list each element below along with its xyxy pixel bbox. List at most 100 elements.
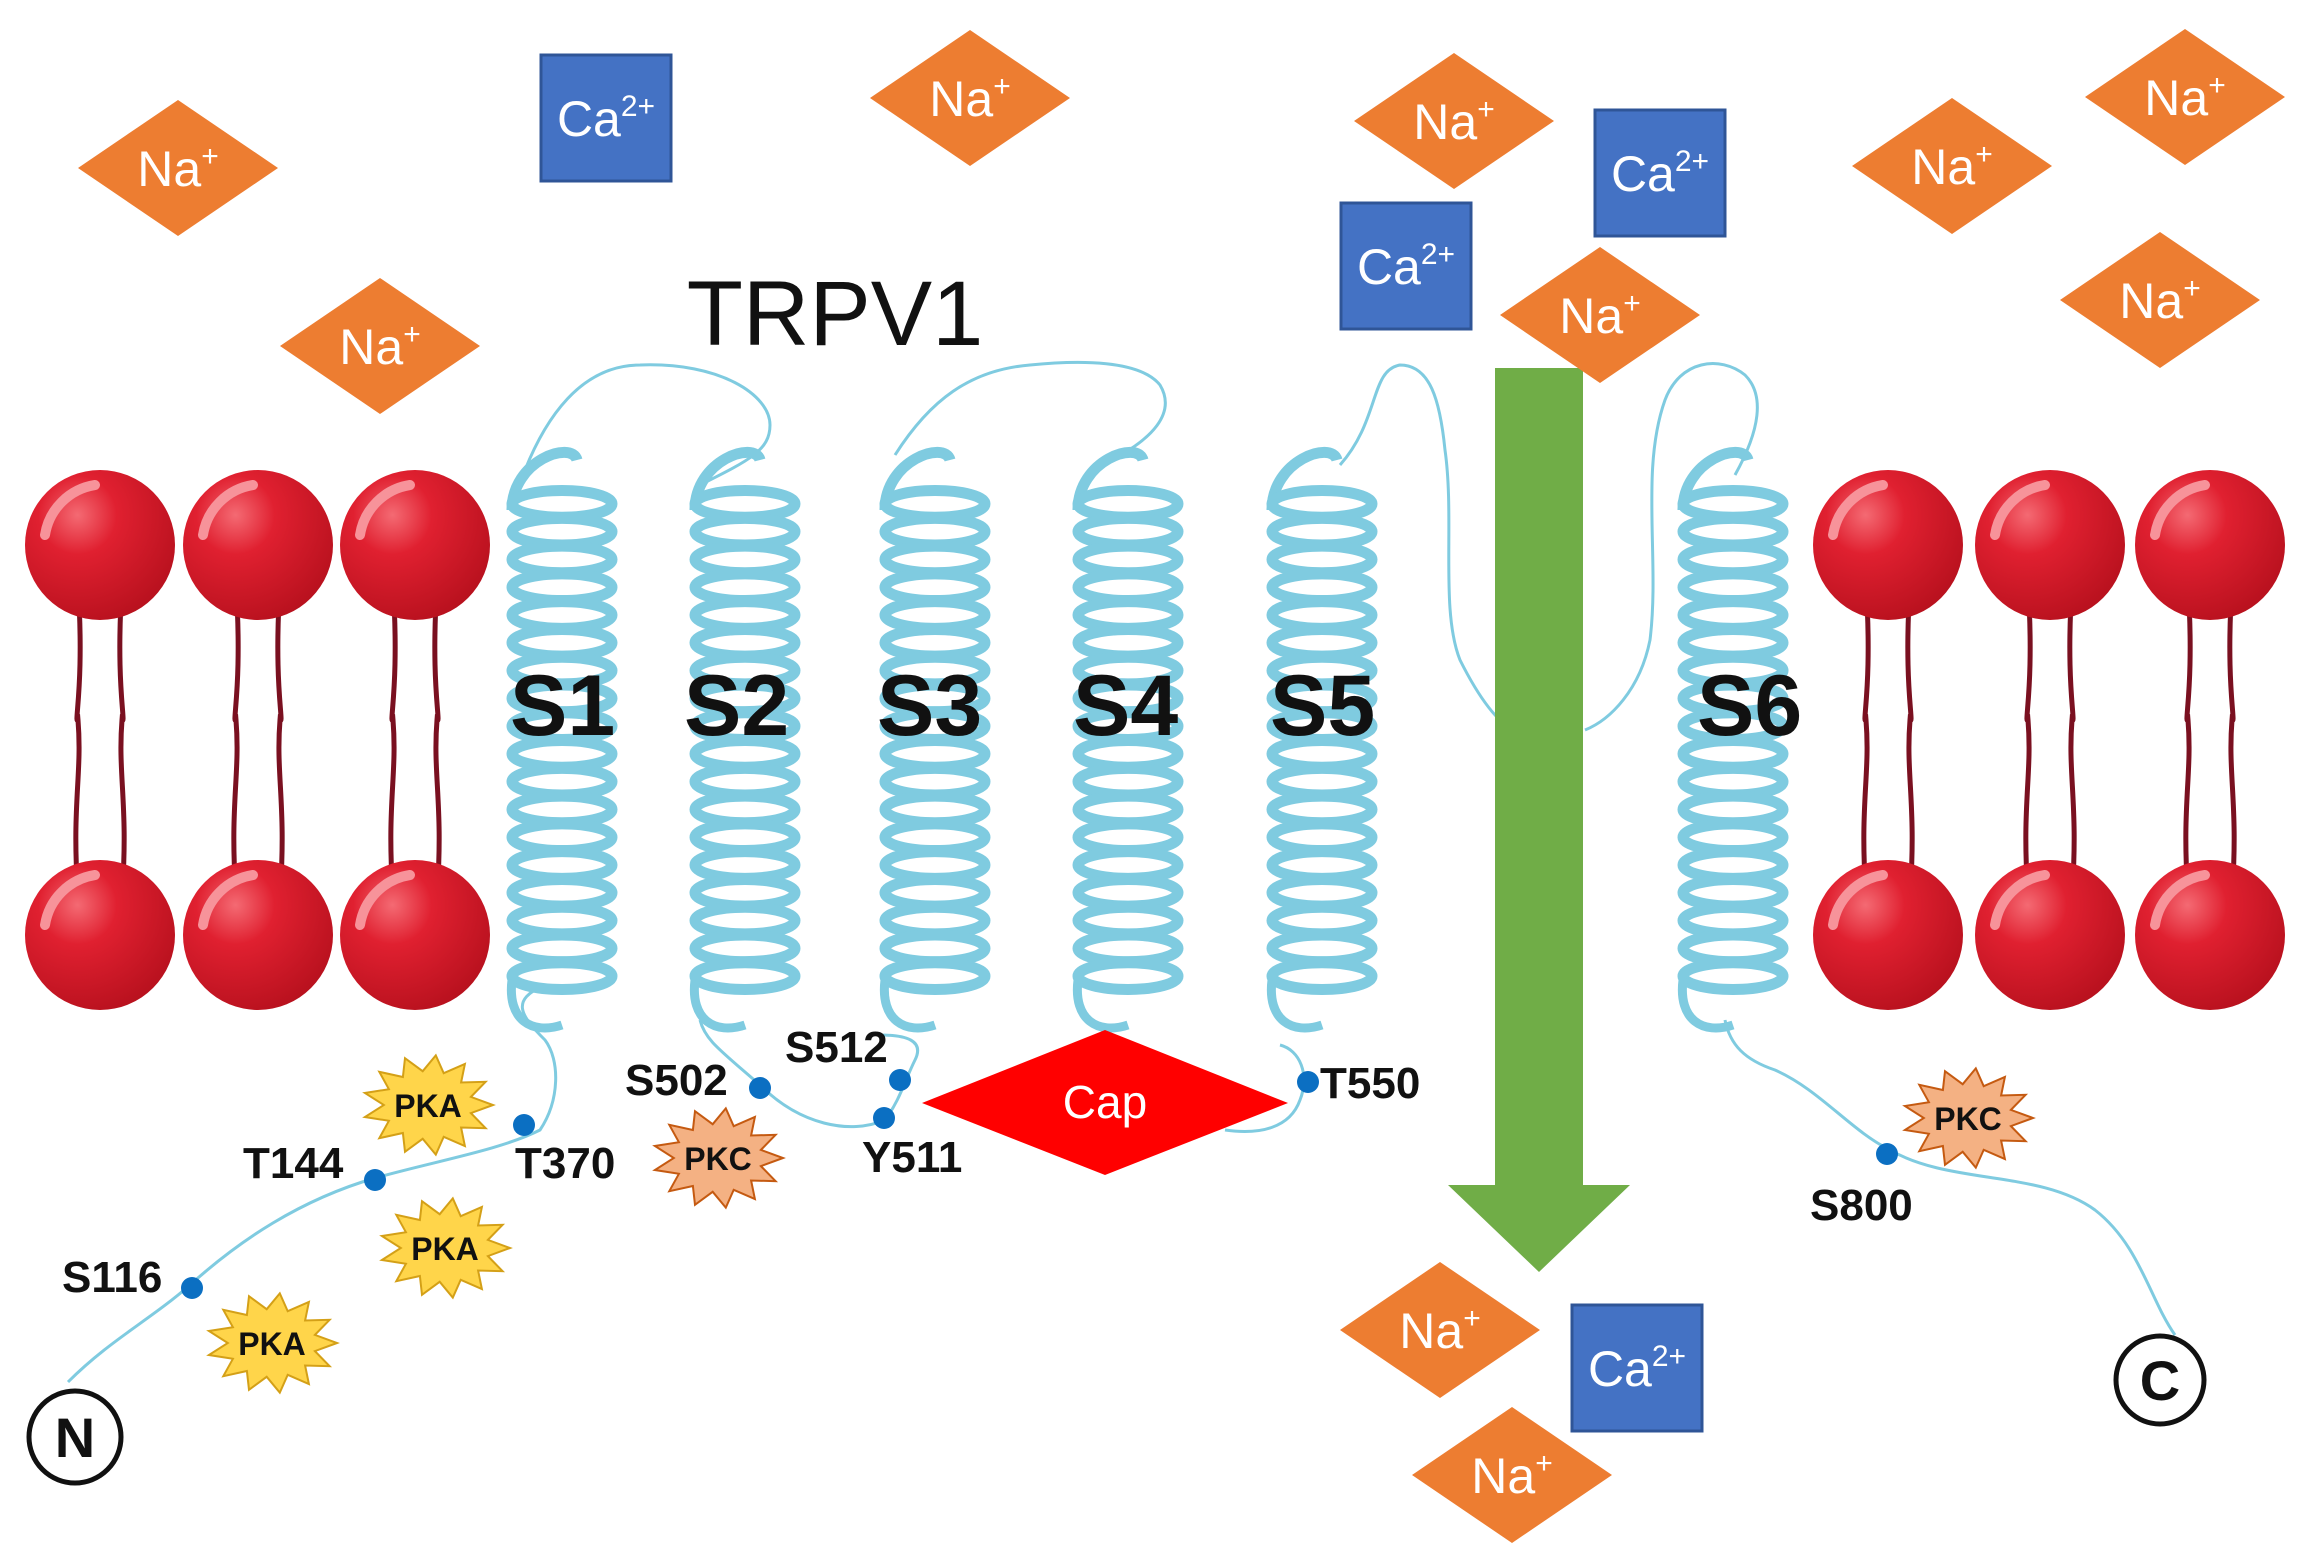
lipid-head	[183, 470, 333, 620]
svg-text:Ca2+: Ca2+	[1611, 145, 1709, 202]
helix-label-s1: S1	[510, 658, 615, 754]
pkc-burst	[652, 1106, 786, 1210]
loop-s3-s4-extracellular	[893, 360, 1167, 472]
calcium-ion: Ca2+	[1570, 1303, 1704, 1433]
pka-label: PKA	[394, 1088, 462, 1124]
site-label-t370: T370	[515, 1139, 615, 1188]
pka-label: PKA	[411, 1231, 479, 1267]
site-label-s512: S512	[785, 1023, 888, 1072]
sodium-ion: Na+	[1852, 98, 2052, 234]
phosphorylation-sites: S116 T144 T370 S502 S512 Y511 T550 S800	[62, 1023, 1913, 1302]
c-terminus-circle	[2113, 1333, 2207, 1427]
lipid-bilayer-right	[1813, 470, 2285, 1010]
pkc-burst	[1902, 1066, 2036, 1170]
lipid-tail	[1861, 584, 1871, 896]
lipid-highlight	[198, 870, 258, 930]
lipid-tail	[432, 584, 442, 896]
site-dot	[889, 1069, 911, 1091]
site-label-s800: S800	[1810, 1181, 1913, 1230]
svg-text:Na+: Na+	[1471, 1447, 1552, 1504]
site-label-s502: S502	[625, 1056, 728, 1105]
lipid-head	[340, 470, 490, 620]
lipid-highlight	[2150, 480, 2210, 540]
svg-text:Na+: Na+	[339, 318, 420, 375]
c-terminus-label: C	[2140, 1349, 2180, 1412]
lipid-head	[340, 860, 490, 1010]
helix-coil	[506, 446, 618, 1033]
lipid-highlight	[198, 480, 258, 540]
svg-text:Na+: Na+	[1413, 93, 1494, 150]
calcium-ion: Ca2+	[539, 53, 673, 183]
site-dot	[181, 1277, 203, 1299]
pkc-marker: PKC	[1902, 1066, 2036, 1170]
sodium-ion: Na+	[870, 30, 1070, 166]
helix-coil	[1266, 446, 1378, 1033]
sodium-ion: Na+	[1500, 247, 1700, 383]
lipid-highlight	[2150, 870, 2210, 930]
site-label-y511: Y511	[862, 1133, 962, 1182]
n-terminus-circle	[26, 1388, 124, 1486]
sodium-ion: Na+	[1354, 53, 1554, 189]
lipid-head	[183, 860, 333, 1010]
lipid-highlight	[1990, 480, 2050, 540]
lipid-tail	[2023, 584, 2033, 896]
lipid-bilayer-left	[25, 470, 490, 1010]
n-terminal-tail	[66, 983, 558, 1384]
svg-text:Ca2+: Ca2+	[1357, 238, 1455, 295]
lipid-highlight	[355, 870, 415, 930]
site-label-t550: T550	[1320, 1059, 1420, 1108]
svg-text:Na+: Na+	[2144, 69, 2225, 126]
lipid-head	[1975, 860, 2125, 1010]
pore-loop-return	[1584, 362, 1759, 732]
site-dot	[364, 1169, 386, 1191]
cap-label: Cap	[1063, 1076, 1147, 1128]
c-terminal-tail	[1723, 1019, 2177, 1336]
calcium-ion: Ca2+	[1593, 108, 1727, 238]
lipid-tail	[231, 584, 241, 896]
calcium-ion: Ca2+	[1339, 201, 1473, 331]
site-dot	[1876, 1143, 1898, 1165]
c-terminus: C	[2113, 1333, 2207, 1427]
loop-s1-s2-extracellular	[523, 363, 772, 487]
lipid-tail	[2067, 584, 2077, 896]
sodium-ion: Na+	[1412, 1407, 1612, 1543]
pka-marker: PKA	[379, 1196, 513, 1300]
svg-text:Na+: Na+	[137, 140, 218, 197]
site-dot	[513, 1114, 535, 1136]
ion-flow-arrow	[1448, 368, 1630, 1272]
sodium-ion: Na+	[2060, 232, 2260, 368]
n-terminus: N	[26, 1388, 124, 1486]
loop-s4-s5-intracellular	[1224, 1043, 1306, 1133]
svg-text:Ca2+: Ca2+	[557, 90, 655, 147]
svg-text:Ca2+: Ca2+	[1588, 1340, 1686, 1397]
pka-marker: PKA	[362, 1053, 496, 1157]
ions: Na+ Na+ Na+ Na+ Na+ Na+ Na+ Na+	[78, 29, 2285, 1543]
site-dot	[873, 1107, 895, 1129]
svg-text:Na+: Na+	[1559, 287, 1640, 344]
pka-label: PKA	[238, 1326, 306, 1362]
svg-text:Na+: Na+	[1399, 1302, 1480, 1359]
site-label-s116: S116	[62, 1253, 162, 1302]
lipid-head	[1975, 470, 2125, 620]
svg-text:Na+: Na+	[1911, 138, 1992, 195]
sodium-ion: Na+	[280, 278, 480, 414]
pkc-marker: PKC	[652, 1106, 786, 1210]
diagram-title: TRPV1	[687, 263, 984, 365]
pkc-label: PKC	[1934, 1101, 2002, 1137]
helix-coil	[1072, 446, 1184, 1033]
lipid-highlight	[40, 480, 100, 540]
lipid-head	[2135, 470, 2285, 620]
lipid-tail	[388, 584, 398, 896]
lipid-head	[1813, 860, 1963, 1010]
pka-marker: PKA	[206, 1291, 340, 1395]
kinase-markers: PKA PKA PKA PKC PKC	[206, 1053, 2036, 1395]
lipid-tail	[73, 584, 83, 896]
lipid-tail	[117, 584, 127, 896]
helix-label-s4: S4	[1073, 658, 1178, 754]
site-label-t144: T144	[243, 1139, 344, 1188]
helix-label-s6: S6	[1697, 658, 1802, 754]
lipid-head	[25, 860, 175, 1010]
sodium-ion: Na+	[1340, 1262, 1540, 1398]
